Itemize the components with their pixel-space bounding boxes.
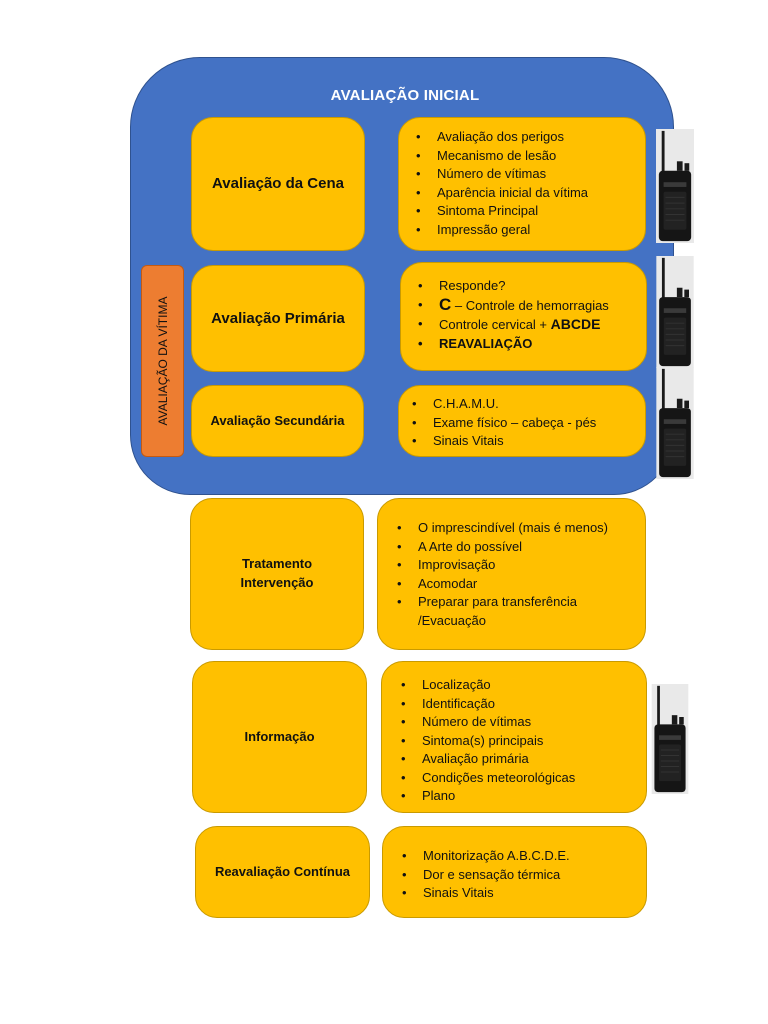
list-item: Condições meteorológicas xyxy=(396,769,638,788)
primary-assessment-label: Avaliação Primária xyxy=(211,309,345,327)
list-item: Sintoma(s) principais xyxy=(396,732,638,751)
list-item: Impressão geral xyxy=(411,221,637,240)
scene-assessment-list: Avaliação dos perigos Mecanismo de lesão… xyxy=(411,128,637,239)
list-item: Avaliação primária xyxy=(396,750,638,769)
scene-assessment-label: Avaliação da Cena xyxy=(211,175,344,193)
list-item: Sinais Vitais xyxy=(407,432,637,451)
list-item: Número de vítimas xyxy=(411,165,637,184)
list-item: A Arte do possível xyxy=(392,538,637,557)
victim-assessment-label: AVALIAÇÃO DA VÍTIMA xyxy=(141,265,184,457)
treatment-list: O imprescindível (mais é menos) A Arte d… xyxy=(392,519,637,630)
information-box: Informação xyxy=(192,661,367,813)
information-label: Informação xyxy=(244,728,315,744)
list-item: Identificação xyxy=(396,695,638,714)
list-item: Preparar para transferência xyxy=(392,593,637,612)
list-item: Sinais Vitais xyxy=(397,884,638,903)
vertical-label-text: AVALIAÇÃO DA VÍTIMA xyxy=(155,296,170,426)
hemorrhage-text: – Controle de hemorragias xyxy=(451,297,609,313)
abcde-text: ABCDE xyxy=(550,316,601,332)
treatment-box: Tratamento Intervenção xyxy=(190,498,364,650)
list-item: Mecanismo de lesão xyxy=(411,147,637,166)
list-item: O imprescindível (mais é menos) xyxy=(392,519,637,538)
list-item: C – Controle de hemorragias xyxy=(413,294,638,316)
list-item: Improvisação xyxy=(392,556,637,575)
primary-assessment-box: Avaliação Primária xyxy=(191,265,365,372)
c-letter: C xyxy=(439,294,452,314)
radio-icon xyxy=(651,684,689,794)
list-item: Aparência inicial da vítima xyxy=(411,184,637,203)
secondary-assessment-box: Avaliação Secundária xyxy=(191,385,364,457)
treatment-label: Tratamento xyxy=(241,556,313,572)
continuous-reassessment-list: Monitorização A.B.C.D.E. Dor e sensação … xyxy=(397,847,638,903)
information-list-box: Localização Identificação Número de víti… xyxy=(381,661,647,813)
continuous-reassessment-label: Reavaliação Contínua xyxy=(214,863,351,879)
continuous-reassessment-list-box: Monitorização A.B.C.D.E. Dor e sensação … xyxy=(382,826,647,918)
list-item: Número de vítimas xyxy=(396,713,638,732)
list-item: Acomodar xyxy=(392,575,637,594)
list-item: Dor e sensação térmica xyxy=(397,866,638,885)
radio-icon xyxy=(656,128,694,244)
list-item: C.H.A.M.U. xyxy=(407,395,637,414)
list-item: Plano xyxy=(396,787,638,806)
list-item: REAVALIAÇÃO xyxy=(413,335,638,354)
list-item: Controle cervical + ABCDE xyxy=(413,315,638,335)
intervention-label: Intervenção xyxy=(240,575,314,590)
cervical-text: Controle cervical + xyxy=(439,317,551,332)
panel-title: AVALIAÇÃO INICIAL xyxy=(330,87,480,104)
list-item: Avaliação dos perigos xyxy=(411,128,637,147)
scene-assessment-box: Avaliação da Cena xyxy=(191,117,365,251)
list-item: Exame físico – cabeça - pés xyxy=(407,414,637,433)
information-list: Localização Identificação Número de víti… xyxy=(396,676,638,806)
radio-icon xyxy=(656,367,694,479)
list-item: Localização xyxy=(396,676,638,695)
list-item-continuation: /Evacuação xyxy=(418,612,486,628)
secondary-assessment-list-box: C.H.A.M.U. Exame físico – cabeça - pés S… xyxy=(398,385,646,457)
list-item: Sintoma Principal xyxy=(411,202,637,221)
treatment-list-box: O imprescindível (mais é menos) A Arte d… xyxy=(377,498,646,650)
scene-assessment-list-box: Avaliação dos perigos Mecanismo de lesão… xyxy=(398,117,646,251)
secondary-assessment-list: C.H.A.M.U. Exame físico – cabeça - pés S… xyxy=(407,395,637,451)
continuous-reassessment-box: Reavaliação Contínua xyxy=(195,826,370,918)
list-item: Responde? xyxy=(413,277,638,296)
list-item: Monitorização A.B.C.D.E. xyxy=(397,847,638,866)
primary-assessment-list: Responde? C – Controle de hemorragias Co… xyxy=(413,277,638,353)
secondary-assessment-label: Avaliação Secundária xyxy=(210,412,345,428)
radio-icon xyxy=(656,256,694,368)
primary-assessment-list-box: Responde? C – Controle de hemorragias Co… xyxy=(400,262,647,371)
